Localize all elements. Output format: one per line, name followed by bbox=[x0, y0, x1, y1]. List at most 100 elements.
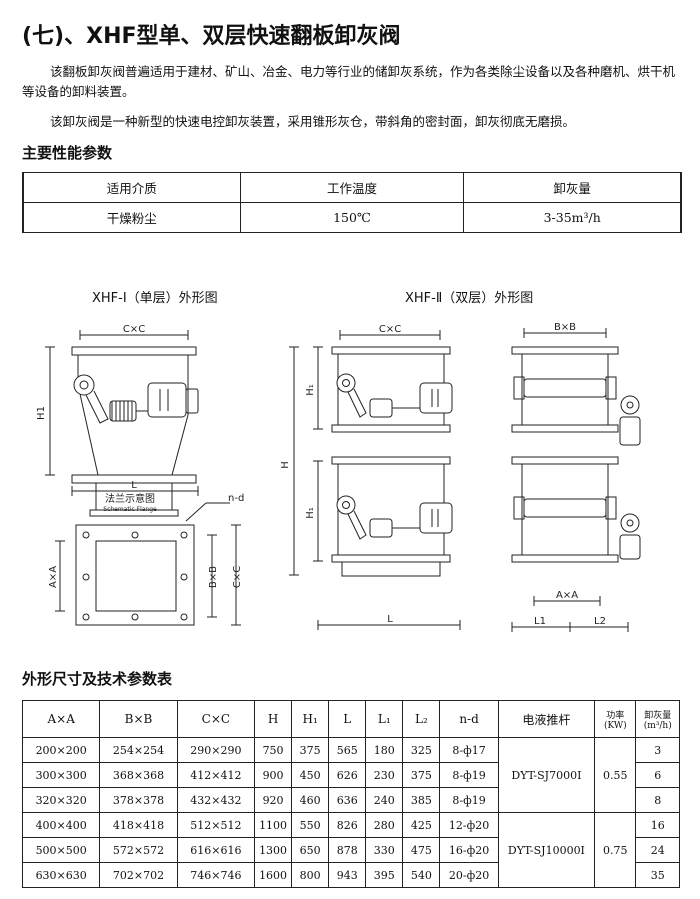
double-cxc-label: C×C bbox=[379, 324, 401, 335]
cell-l: 826 bbox=[328, 812, 367, 838]
dimensions-table: A×A B×B C×C H H₁ L L₁ L₂ n-d 电液推杆 功率(KW)… bbox=[21, 700, 680, 888]
cell-capacity: 8 bbox=[635, 787, 680, 813]
cell-h: 920 bbox=[254, 787, 293, 813]
cell-power-group-1: 0.55 bbox=[594, 737, 637, 813]
dim-header-l1: L₁ bbox=[365, 700, 404, 738]
cell-l1: 330 bbox=[365, 837, 404, 863]
perf-medium: 干燥粉尘 bbox=[22, 202, 241, 233]
dim-header-bxb: B×B bbox=[99, 700, 178, 738]
cell-cxc: 290×290 bbox=[176, 737, 256, 763]
perf-header-capacity: 卸灰量 bbox=[463, 172, 682, 203]
table-row: 300×300 368×368 412×412 900 450 626 230 … bbox=[21, 762, 680, 788]
cell-h: 900 bbox=[254, 762, 293, 788]
single-cxc-label: C×C bbox=[123, 324, 145, 335]
flange-schematic: 法兰示意图 Schematic Flange n-d A×A B×B C×C bbox=[48, 492, 244, 626]
single-l-label: L bbox=[131, 480, 137, 491]
cell-cxc: 616×616 bbox=[176, 837, 256, 863]
cell-bxb: 368×368 bbox=[99, 762, 178, 788]
performance-table: 适用介质 工作温度 卸灰量 干燥粉尘 150℃ 3-35m³/h bbox=[22, 172, 682, 233]
cell-axa: 400×400 bbox=[21, 812, 101, 838]
cell-l1: 280 bbox=[365, 812, 404, 838]
cell-bxb: 418×418 bbox=[99, 812, 178, 838]
cell-nd: 20-ф20 bbox=[439, 862, 499, 888]
cell-capacity: 3 bbox=[635, 737, 680, 763]
flange-bxb-label: B×B bbox=[208, 566, 219, 588]
single-layer-figure-label: XHF-Ⅰ（单层）外形图 bbox=[92, 291, 218, 306]
single-h1-label: H1 bbox=[36, 406, 47, 420]
perf-header-medium: 适用介质 bbox=[22, 172, 241, 203]
double-h1-lower-label: H₁ bbox=[305, 507, 316, 519]
dim-header-nd: n-d bbox=[439, 700, 499, 738]
cell-h1: 800 bbox=[291, 862, 330, 888]
performance-section-title: 主要性能参数 bbox=[22, 144, 113, 162]
double-h1-upper-label: H₁ bbox=[305, 384, 316, 396]
cell-l1: 395 bbox=[365, 862, 404, 888]
cell-l2: 375 bbox=[402, 762, 441, 788]
cell-cxc: 512×512 bbox=[176, 812, 256, 838]
cell-cxc: 412×412 bbox=[176, 762, 256, 788]
cell-bxb: 254×254 bbox=[99, 737, 178, 763]
cell-capacity: 35 bbox=[635, 862, 680, 888]
cell-nd: 8-ф19 bbox=[439, 787, 499, 813]
dimensions-section-title: 外形尺寸及技术参数表 bbox=[22, 670, 173, 688]
cell-l: 626 bbox=[328, 762, 367, 788]
single-layer-front-view: C×C H1 L bbox=[36, 324, 199, 517]
cell-l2: 475 bbox=[402, 837, 441, 863]
perf-temp: 150℃ bbox=[239, 202, 465, 233]
table-row: 320×320 378×378 432×432 920 460 636 240 … bbox=[21, 787, 680, 813]
dim-header-h: H bbox=[254, 700, 293, 738]
cell-l2: 540 bbox=[402, 862, 441, 888]
cell-capacity: 24 bbox=[635, 837, 680, 863]
outline-drawings: C×C H1 L 法兰示意图 Schematic Flange n-d A×A bbox=[36, 322, 641, 632]
perf-capacity: 3-35m³/h bbox=[463, 202, 682, 233]
double-layer-side-view: B×B A×A L1 L2 bbox=[511, 322, 641, 632]
table-row: 200×200 254×254 290×290 750 375 565 180 … bbox=[21, 737, 680, 813]
double-layer-figure-label: XHF-Ⅱ（双层）外形图 bbox=[405, 291, 534, 306]
dim-header-cxc: C×C bbox=[176, 700, 256, 738]
cell-axa: 630×630 bbox=[21, 862, 101, 888]
cell-h: 1100 bbox=[254, 812, 293, 838]
cell-capacity: 16 bbox=[635, 812, 680, 838]
cell-capacity: 6 bbox=[635, 762, 680, 788]
double-h-label: H bbox=[280, 461, 291, 469]
cell-bxb: 378×378 bbox=[99, 787, 178, 813]
dim-header-l: L bbox=[328, 700, 367, 738]
cell-l2: 385 bbox=[402, 787, 441, 813]
page-title: (七)、XHF型单、双层快速翻板卸灰阀 bbox=[22, 24, 401, 49]
dim-header-h1: H₁ bbox=[291, 700, 330, 738]
dim-header-actuator: 电液推杆 bbox=[497, 700, 596, 738]
cell-bxb: 702×702 bbox=[99, 862, 178, 888]
side-axa-label: A×A bbox=[556, 590, 578, 601]
table-row: 630×630 702×702 746×746 1600 800 943 395… bbox=[21, 862, 680, 888]
cell-l2: 325 bbox=[402, 737, 441, 763]
cell-l: 565 bbox=[328, 737, 367, 763]
table-row: 400×400 418×418 512×512 1100 550 826 280… bbox=[21, 812, 680, 888]
cell-nd: 16-ф20 bbox=[439, 837, 499, 863]
cell-axa: 320×320 bbox=[21, 787, 101, 813]
cell-actuator-group-2: DYT-SJ10000I bbox=[497, 812, 596, 888]
cell-nd: 8-ф19 bbox=[439, 762, 499, 788]
side-l1-label: L1 bbox=[534, 616, 546, 627]
perf-header-temp: 工作温度 bbox=[239, 172, 465, 203]
performance-header-row: 适用介质 工作温度 卸灰量 bbox=[22, 172, 682, 203]
flange-cn-label: 法兰示意图 bbox=[105, 492, 155, 505]
dimensions-header-row: A×A B×B C×C H H₁ L L₁ L₂ n-d 电液推杆 功率(KW)… bbox=[21, 700, 680, 738]
cell-l1: 240 bbox=[365, 787, 404, 813]
cell-h1: 650 bbox=[291, 837, 330, 863]
cell-axa: 300×300 bbox=[21, 762, 101, 788]
cell-h: 1600 bbox=[254, 862, 293, 888]
cell-cxc: 746×746 bbox=[176, 862, 256, 888]
flange-cxc-label: C×C bbox=[232, 566, 243, 588]
cell-bxb: 572×572 bbox=[99, 837, 178, 863]
cell-l1: 180 bbox=[365, 737, 404, 763]
dim-header-l2: L₂ bbox=[402, 700, 441, 738]
cell-l: 636 bbox=[328, 787, 367, 813]
cell-l2: 425 bbox=[402, 812, 441, 838]
cell-l: 878 bbox=[328, 837, 367, 863]
cell-h: 750 bbox=[254, 737, 293, 763]
cell-cxc: 432×432 bbox=[176, 787, 256, 813]
intro-paragraph-1: 该翻板卸灰阀普遍适用于建材、矿山、冶金、电力等行业的储卸灰系统，作为各类除尘设备… bbox=[22, 64, 676, 99]
cell-h1: 375 bbox=[291, 737, 330, 763]
cell-h1: 450 bbox=[291, 762, 330, 788]
cell-axa: 500×500 bbox=[21, 837, 101, 863]
